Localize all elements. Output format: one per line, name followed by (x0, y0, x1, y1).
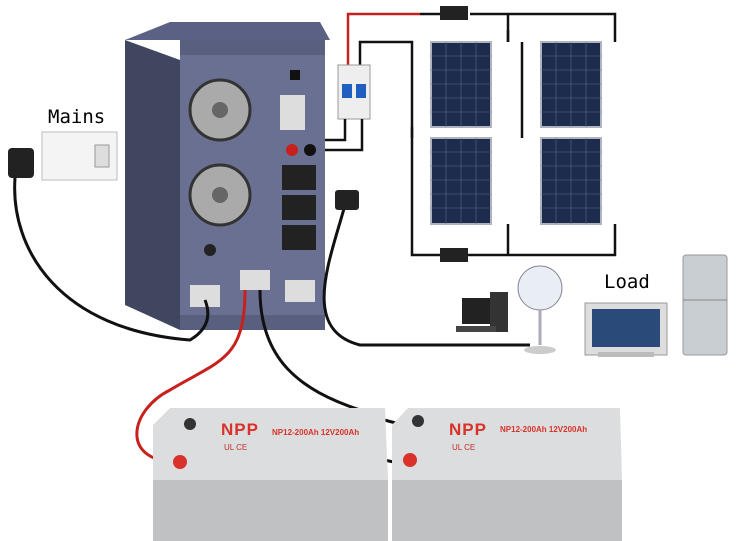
battery-brand: NPP (221, 420, 259, 439)
computer (456, 292, 508, 332)
plug-icon (8, 148, 34, 178)
y-connector (440, 6, 468, 20)
battery-model: NP12-200Ah 12V200Ah (500, 425, 588, 434)
inverter-breaker[interactable] (280, 95, 305, 130)
standing-fan (517, 265, 563, 354)
y-connector (440, 248, 468, 262)
battery-certs: UL CE (224, 443, 248, 452)
power-switch[interactable] (204, 244, 216, 256)
load-label: Load (604, 271, 650, 293)
mains-socket (8, 131, 118, 181)
mains-label: Mains (48, 106, 106, 128)
battery-interconnect-wire (258, 289, 413, 427)
output-socket (282, 225, 316, 250)
positive-terminal (286, 144, 298, 156)
dc-breaker[interactable] (337, 64, 371, 120)
inverter-cabinet (125, 22, 330, 330)
plug-icon (335, 190, 359, 210)
negative-terminal (304, 144, 316, 156)
battery (392, 408, 622, 541)
battery-certs: UL CE (452, 443, 476, 452)
battery (153, 408, 388, 541)
battery-positive-wire (135, 289, 247, 464)
mains-input-wire (13, 177, 210, 342)
output-socket (282, 165, 316, 190)
battery-model: NP12-200Ah 12V200Ah (272, 428, 360, 437)
refrigerator (682, 254, 728, 356)
television (584, 302, 668, 357)
load-output-wire (322, 204, 530, 347)
solar-panel-array (430, 41, 602, 225)
battery-brand: NPP (449, 420, 487, 439)
output-socket (282, 195, 316, 220)
